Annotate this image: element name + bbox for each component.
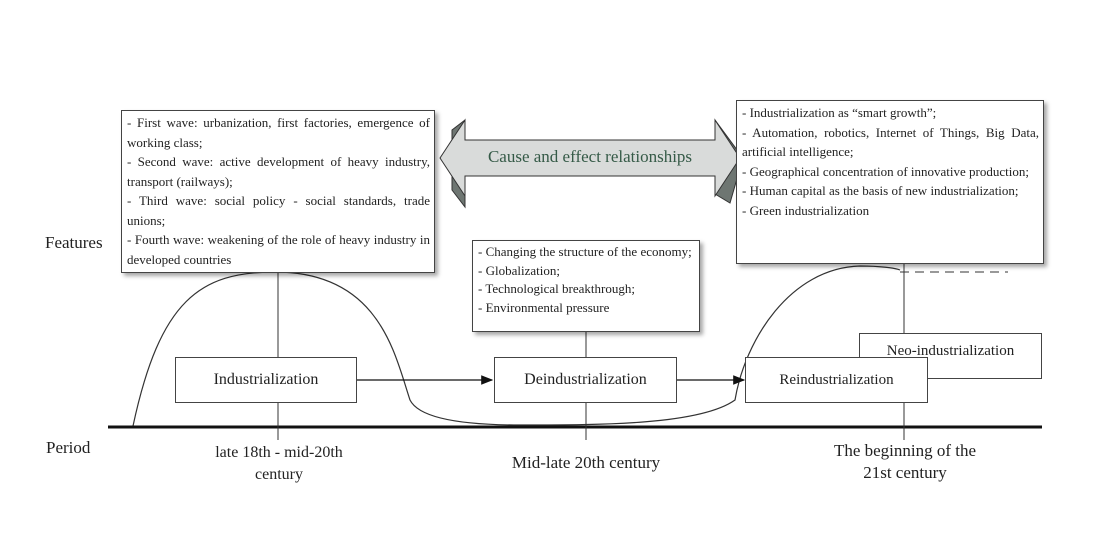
feature-item: - Industrialization as “smart growth”; xyxy=(742,105,937,120)
industrialization-stage: Industrialization xyxy=(175,357,357,403)
feature-item: - Globalization; xyxy=(478,262,560,278)
stage-label: Reindustrialization xyxy=(779,371,894,388)
period-line: 21st century xyxy=(863,463,947,482)
period-line: Mid-late 20th century xyxy=(511,453,661,472)
stage-label: Neo-industrialization xyxy=(886,343,1015,359)
feature-item: - Environmental pressure xyxy=(478,299,610,315)
feature-item: - Fourth wave: weakening of the role of … xyxy=(127,232,430,267)
period-label: Period xyxy=(46,438,91,457)
feature-item: - Third wave: social policy - social sta… xyxy=(127,193,430,228)
deindustrialization-stage: Deindustrialization xyxy=(494,357,677,403)
industrialization-features-box: - First wave: urbanization, first factor… xyxy=(121,110,435,273)
feature-item: - First wave: urbanization, first factor… xyxy=(127,115,430,150)
reindustrialization-features-box: - Industrialization as “smart growth”; -… xyxy=(736,100,1044,264)
reindustrialization-stage: Reindustrialization xyxy=(745,357,928,403)
feature-item: - Green industrialization xyxy=(742,202,870,218)
feature-item: - Geographical concentration of innovati… xyxy=(742,163,1029,179)
feature-item: - Automation, robotics, Internet of Thin… xyxy=(742,124,1039,160)
stage-label: Deindustrialization xyxy=(524,371,647,388)
cause-effect-label: Cause and effect relationships xyxy=(487,147,693,166)
period-line: late 18th - mid-20th xyxy=(215,444,343,461)
feature-item: - Changing the structure of the economy; xyxy=(478,244,692,259)
feature-item: - Second wave: active development of hea… xyxy=(127,154,430,189)
period-first: late 18th - mid-20th century xyxy=(190,442,368,486)
features-label: Features xyxy=(45,233,103,252)
deindustrialization-features-box: - Changing the structure of the economy;… xyxy=(472,240,700,332)
feature-item: - Technological breakthrough; xyxy=(478,281,635,296)
feature-item: - Human capital as the basis of new indu… xyxy=(742,183,1019,198)
period-line: century xyxy=(255,466,303,483)
stage-label: Industrialization xyxy=(213,371,319,388)
period-third: The beginning of the 21st century xyxy=(805,440,1005,484)
period-second: Mid-late 20th century xyxy=(480,452,692,474)
period-line: The beginning of the xyxy=(833,441,977,460)
